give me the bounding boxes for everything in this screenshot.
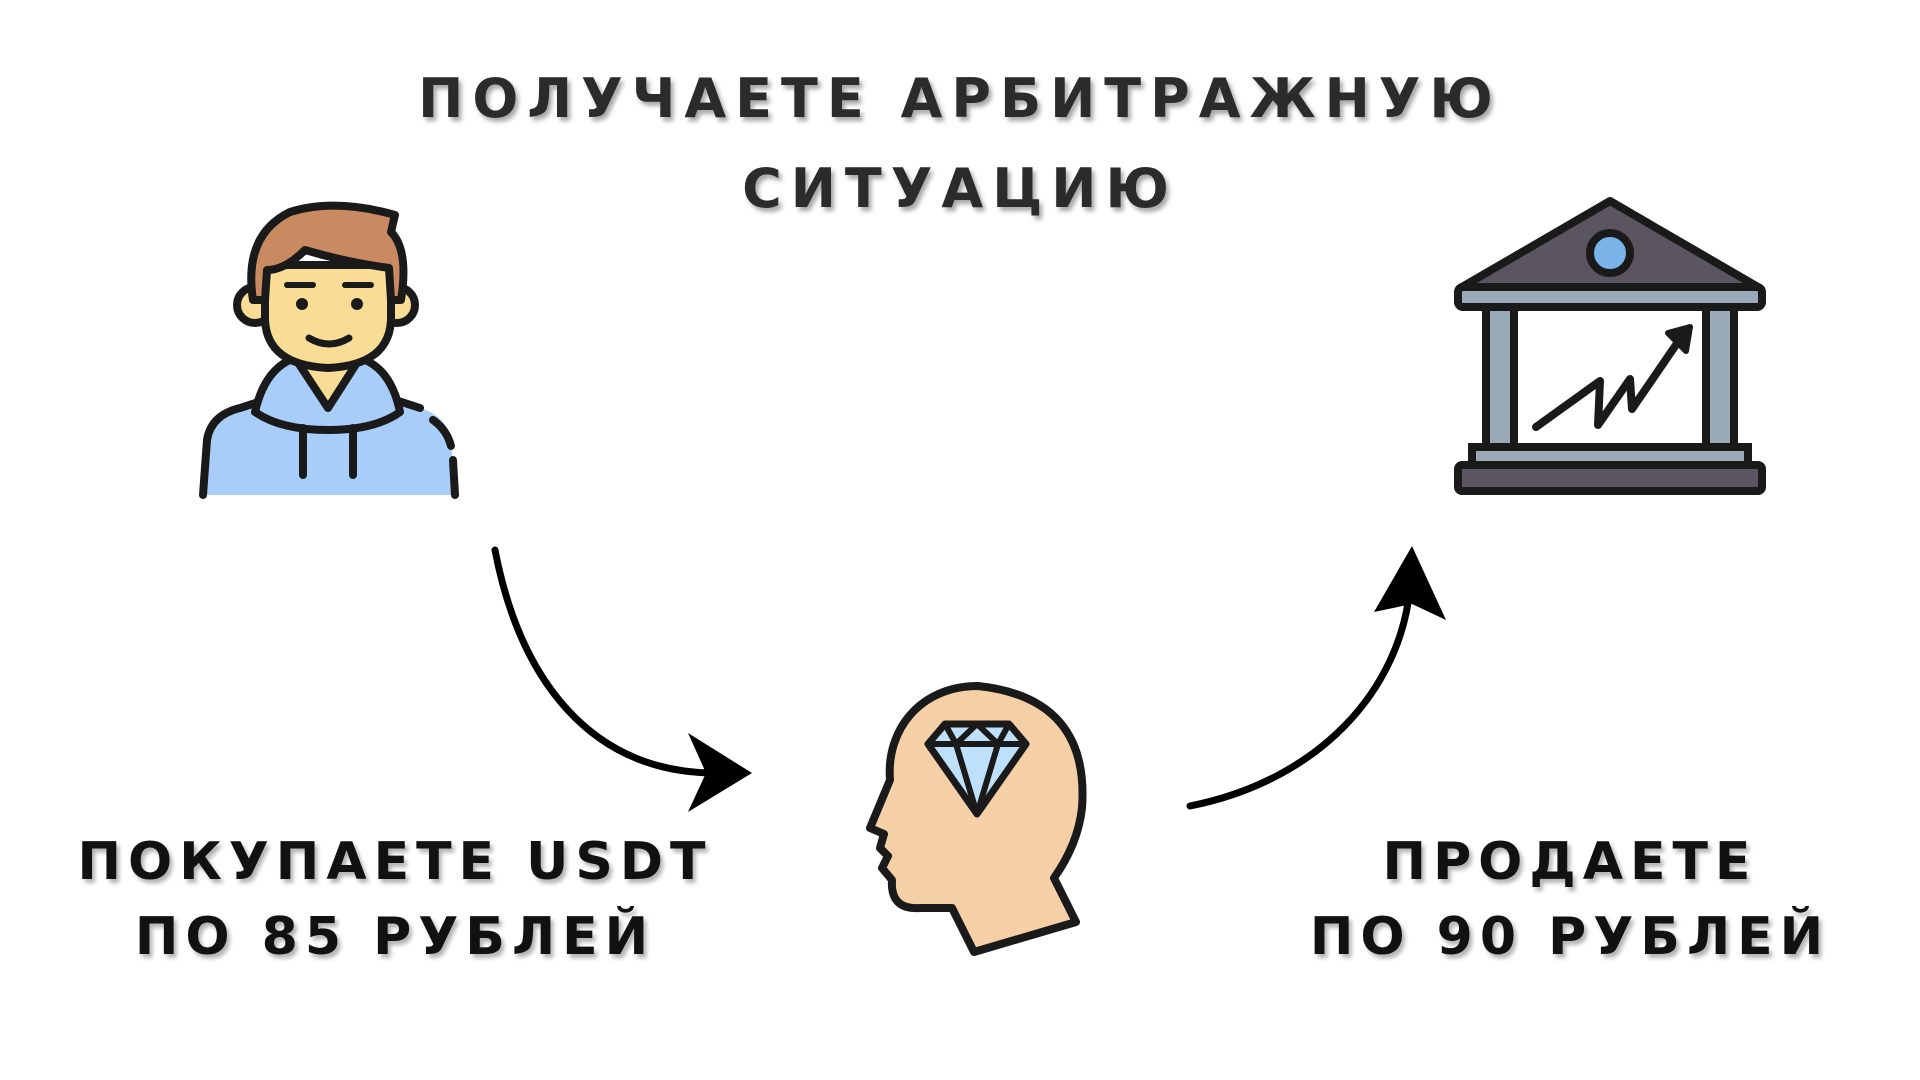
arrow-to-bank-head [1374, 546, 1446, 620]
arrow-to-bank [1186, 584, 1414, 810]
sell-label-line-1: ПРОДАЕТЕ [1382, 832, 1758, 892]
mind-diamond-icon [866, 682, 1087, 956]
arrow-to-analysis-head [688, 733, 752, 812]
buy-label-line-1: ПОКУПАЕТЕ USDT [77, 832, 713, 892]
bank-growth-icon [1454, 197, 1766, 495]
buy-label-line-2: ПО 85 РУБЛЕЙ [134, 907, 656, 967]
title-line-2: СИТУАЦИЮ [742, 157, 1178, 220]
person-icon [199, 201, 459, 499]
title-line-1: ПОЛУЧАЕТЕ АРБИТРАЖНУЮ [418, 67, 1502, 130]
arrow-to-analysis [491, 546, 714, 777]
sell-label-line-2: ПО 90 РУБЛЕЙ [1309, 907, 1831, 967]
